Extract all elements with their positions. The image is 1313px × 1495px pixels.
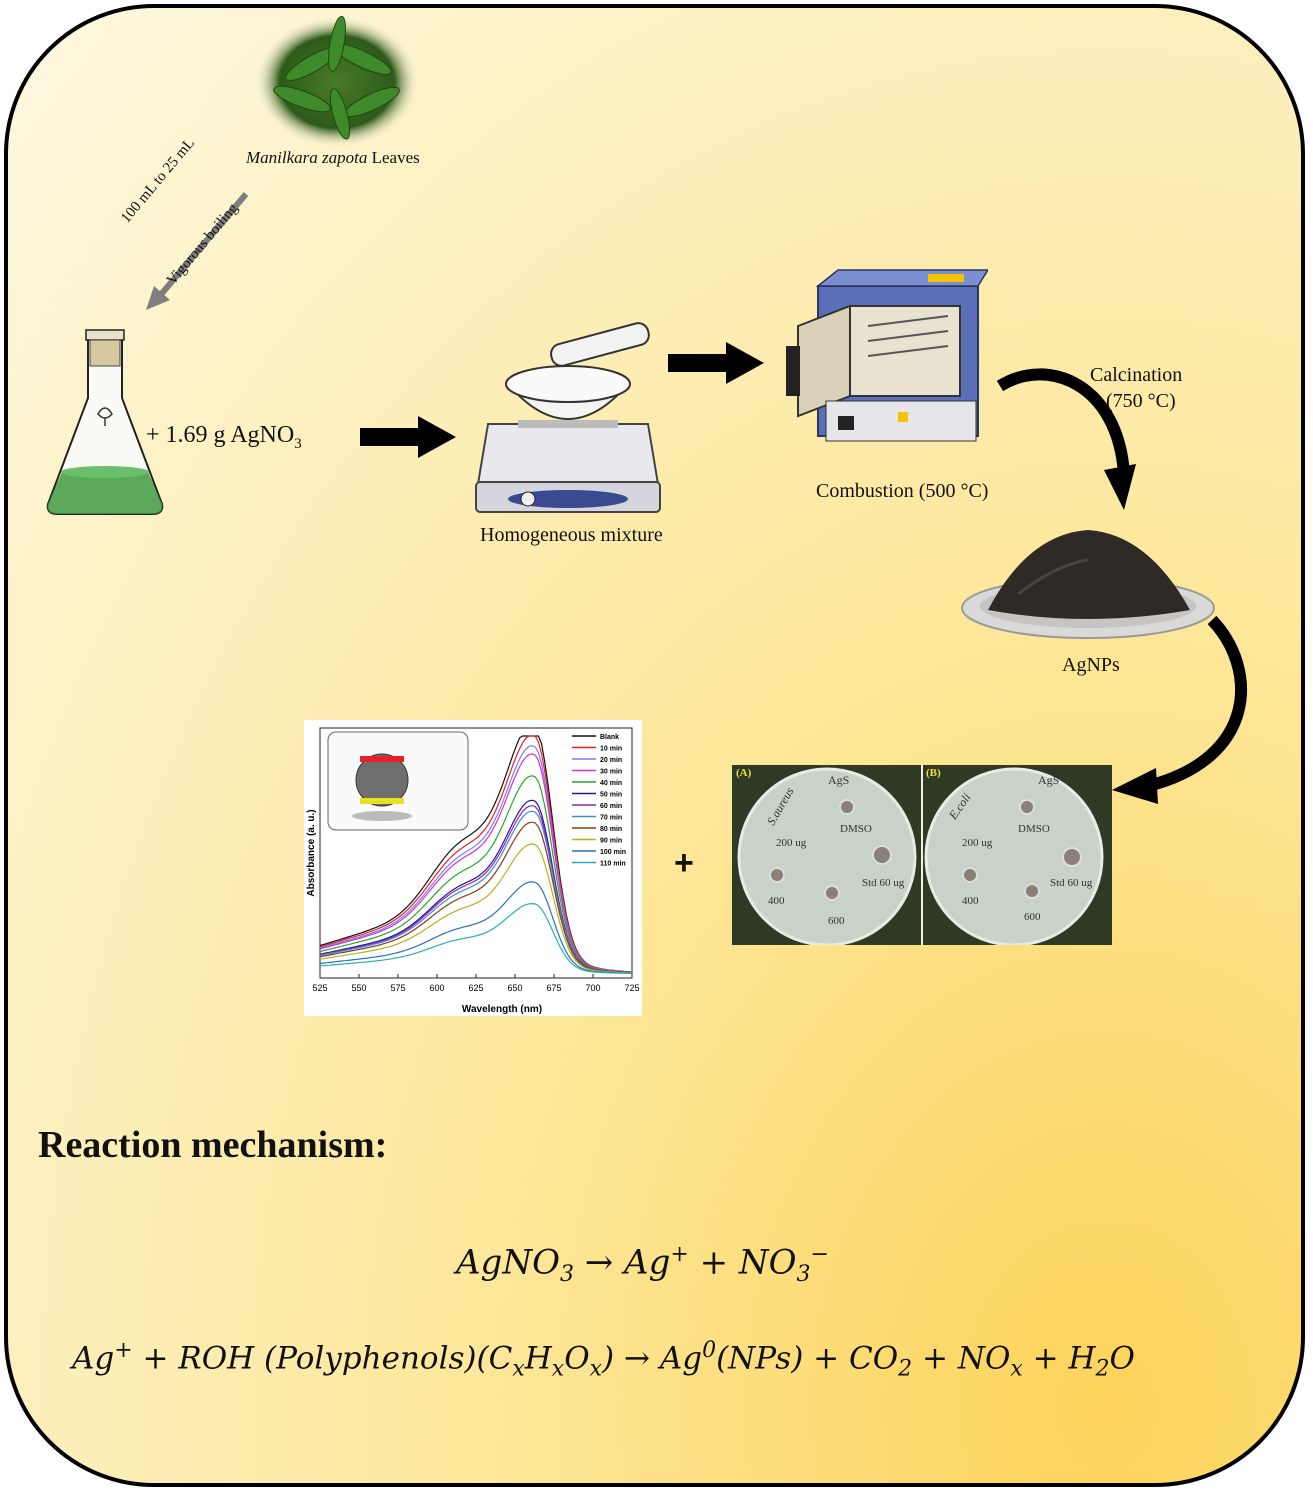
x-tick-label-5: 650 (507, 983, 522, 993)
leaves-image (255, 15, 419, 148)
legend-label-8: 80 min (600, 826, 622, 833)
arrow-to-furnace (668, 342, 764, 384)
legend-label-9: 90 min (600, 838, 622, 845)
plate-a-dose1: 200 ug (776, 837, 807, 849)
legend-label-5: 50 min (600, 792, 622, 799)
arrow-to-plates (1112, 615, 1247, 804)
plate-b-std: Std 60 ug (1050, 877, 1093, 889)
series-line-10 (319, 881, 633, 974)
boiling-arrow (146, 192, 249, 310)
equation-2: Ag+ + ROH (Polyphenols)(CxHxOx) → Ag0(NP… (72, 1338, 1135, 1382)
agnps-label: AgNPs (1062, 654, 1120, 676)
uv-vis-chart: 525 550 575 600 625 650 675 700 725 Blank 10 min 2… (304, 720, 642, 1016)
plate-a-std: Std 60 ug (862, 877, 905, 889)
legend-label-7: 70 min (600, 815, 622, 822)
petri-plates-photo: (A) (B) S.aureus E.coli AgS AgS DMSO DMS… (732, 765, 1112, 945)
plate-b-dose1: 200 ug (962, 837, 993, 849)
x-tick-label-0: 525 (312, 983, 327, 993)
plate-b-tag: (B) (926, 767, 941, 779)
mechanism-title: Reaction mechanism: (38, 1124, 388, 1166)
x-tick-label-4: 625 (468, 983, 483, 993)
x-tick-label-8: 725 (624, 983, 639, 993)
legend-label-1: 10 min (600, 746, 622, 753)
series-line-4 (319, 775, 633, 973)
legend-label-0: Blank (600, 734, 619, 741)
plate-a-ctrl: DMSO (840, 823, 872, 835)
arrow-to-mixture (360, 416, 456, 458)
series-line-3 (319, 753, 633, 973)
legend-label-6: 60 min (600, 803, 622, 810)
plate-b-sample: AgS (1038, 773, 1060, 787)
legend-label-2: 20 min (600, 757, 622, 764)
plate-a-sample: AgS (828, 773, 850, 787)
equation-1: AgNO3 → Ag+ + NO3− (456, 1242, 829, 1288)
plate-a-dose2: 400 (768, 895, 785, 907)
mechanism-inset (327, 731, 469, 831)
x-tick-label-3: 600 (429, 983, 444, 993)
furnace-image (786, 269, 988, 442)
mixture-label: Homogeneous mixture (480, 524, 663, 546)
x-tick-label-2: 575 (390, 983, 405, 993)
plate-b-ctrl: DMSO (1018, 823, 1050, 835)
plate-b-dose3: 600 (1024, 911, 1041, 923)
plate-a-tag: (A) (736, 767, 752, 779)
leaves-label: Manilkara zapota Leaves (246, 148, 420, 167)
x-tick-label-1: 550 (351, 983, 366, 993)
series-line-11 (319, 902, 632, 974)
calcination-label-2: (750 °C) (1106, 390, 1176, 412)
calcination-label-1: Calcination (1090, 364, 1183, 386)
plate-b-dose2: 400 (962, 895, 979, 907)
calcination-arrow (996, 368, 1136, 510)
reagent-label: + 1.69 g AgNO3 (146, 422, 302, 452)
x-tick-label-7: 700 (585, 983, 600, 993)
legend-label-11: 110 min (600, 861, 626, 868)
legend-label-3: 30 min (600, 769, 622, 776)
diagram-frame: Manilkara zapota Leaves 100 mL to 25 mL … (4, 4, 1305, 1487)
chart-xlabel: Wavelength (nm) (462, 1004, 542, 1015)
plus-sign: + (674, 844, 694, 882)
agnps-powder-image (961, 530, 1215, 639)
legend-label-4: 40 min (600, 780, 622, 787)
chart-ylabel: Absorbance (a. u.) (306, 809, 317, 896)
series-line-8 (319, 821, 633, 974)
series-line-9 (319, 843, 633, 974)
mortar-hotplate-image (475, 322, 661, 513)
combustion-label: Combustion (500 °C) (816, 480, 989, 502)
x-tick-label-6: 675 (546, 983, 561, 993)
flask-image (46, 329, 164, 515)
legend-label-10: 100 min (600, 849, 626, 856)
plate-a-dose3: 600 (828, 915, 845, 927)
